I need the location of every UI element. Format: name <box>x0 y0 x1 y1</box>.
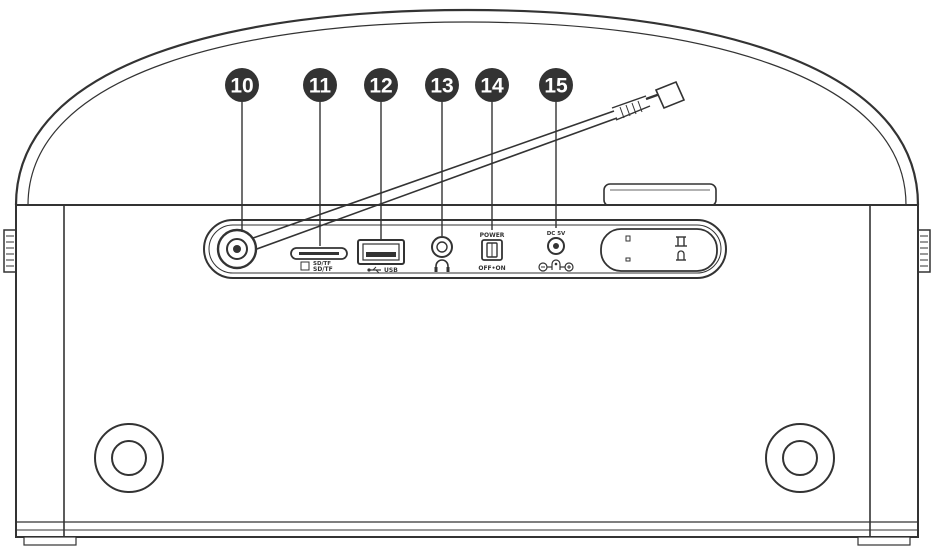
usb-port: USB <box>357 239 405 274</box>
callout-10-number: 10 <box>230 75 253 98</box>
battery-compartment <box>600 228 718 272</box>
callout-15: 15 <box>539 68 573 102</box>
top-tuning-knob <box>603 183 717 207</box>
callout-13-number: 13 <box>430 75 453 98</box>
antenna-socket <box>216 228 258 270</box>
callout-14: 14 <box>475 68 509 102</box>
callout-11-number: 11 <box>309 75 332 98</box>
left-bass-port <box>94 423 164 493</box>
dc-input: DC 5V <box>538 231 574 272</box>
dc-label: DC 5V <box>547 231 566 237</box>
callout-11: 11 <box>303 68 337 102</box>
callout-12-number: 12 <box>369 75 392 98</box>
carry-handle <box>14 8 920 206</box>
usb-symbol-icon <box>367 266 381 274</box>
headphone-jack <box>431 236 453 272</box>
headphones-icon <box>434 259 450 272</box>
callout-12: 12 <box>364 68 398 102</box>
right-side-knob <box>917 229 931 273</box>
callout-13: 13 <box>425 68 459 102</box>
carry-handle-inner <box>27 21 907 206</box>
off-on-label: OFF•ON <box>478 265 505 272</box>
connector-panel <box>203 219 727 279</box>
dc-polarity-icon <box>538 259 574 272</box>
power-switch: POWER OFF•ON <box>478 232 505 272</box>
callout-14-number: 14 <box>480 75 504 98</box>
unlock-icon <box>675 236 687 261</box>
power-label: POWER <box>480 232 505 239</box>
left-side-knob <box>3 229 17 273</box>
sd-tf-card-slot: SD/TF SD/TF <box>290 247 348 273</box>
callout-10: 10 <box>225 68 259 102</box>
right-bass-port <box>765 423 835 493</box>
usb-label: USB <box>384 267 398 274</box>
sd-top-label: SD/TF <box>313 261 331 267</box>
telescopic-antenna <box>235 80 686 255</box>
sd-main-label: SD/TF <box>313 266 333 273</box>
callout-leader-lines <box>241 102 557 246</box>
callout-15-number: 15 <box>544 75 568 98</box>
